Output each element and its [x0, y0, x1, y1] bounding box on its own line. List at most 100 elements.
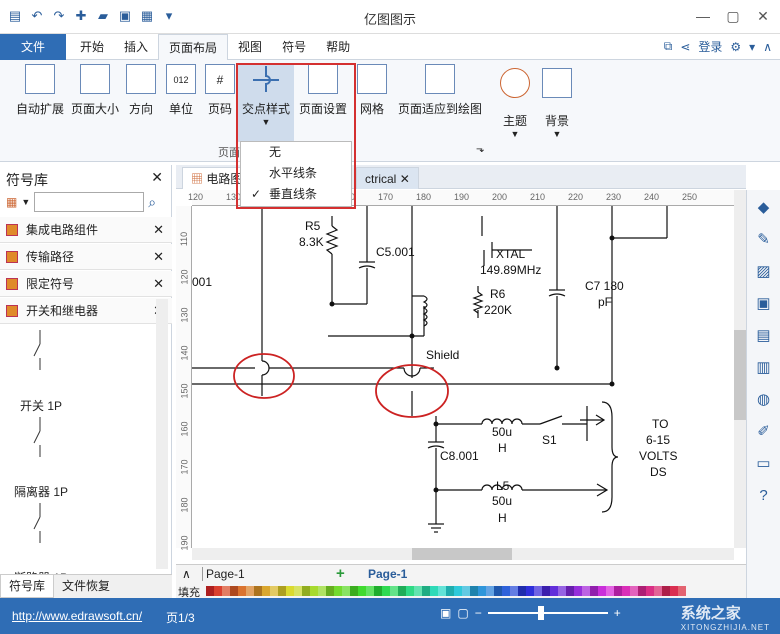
option-vertical-lines[interactable]: ✓垂直线条	[241, 184, 351, 205]
color-swatch[interactable]	[358, 586, 366, 596]
page-select[interactable]: Page-1	[202, 567, 322, 581]
shadow-icon[interactable]: ▨	[756, 263, 771, 280]
color-swatch[interactable]	[374, 586, 382, 596]
color-swatch[interactable]	[494, 586, 502, 596]
color-swatch[interactable]	[510, 586, 518, 596]
color-swatch[interactable]	[262, 586, 270, 596]
website-link[interactable]: http://www.edrawsoft.cn/	[12, 609, 143, 623]
color-swatch[interactable]	[502, 586, 510, 596]
color-palette[interactable]: 填充	[176, 584, 746, 599]
library-menu-icon[interactable]: ▦	[6, 195, 18, 209]
close-icon[interactable]: ✕	[151, 169, 163, 185]
color-swatch[interactable]	[630, 586, 638, 596]
color-swatch[interactable]	[462, 586, 470, 596]
color-swatch[interactable]	[222, 586, 230, 596]
auto-expand-button[interactable]: 自动扩展	[14, 64, 66, 117]
line-icon[interactable]: ✎	[757, 231, 770, 248]
undo-icon[interactable]: ↶	[31, 8, 43, 23]
close-button[interactable]: ✕	[757, 8, 769, 24]
file-menu[interactable]: 文件	[0, 34, 66, 60]
page-size-button[interactable]: 页面大小	[70, 64, 120, 117]
comment-icon[interactable]: ▭	[756, 455, 771, 472]
color-swatch[interactable]	[278, 586, 286, 596]
color-swatch[interactable]	[334, 586, 342, 596]
color-swatch[interactable]	[478, 586, 486, 596]
gear-icon[interactable]: ⚙	[730, 39, 742, 54]
color-swatch[interactable]	[542, 586, 550, 596]
color-swatch[interactable]	[598, 586, 606, 596]
fullscreen-icon[interactable]: ▢	[457, 606, 469, 620]
search-input[interactable]	[34, 192, 145, 212]
library-scrollbar[interactable]	[156, 299, 168, 569]
chevron-down-icon[interactable]: ▾	[749, 39, 756, 54]
color-swatch[interactable]	[654, 586, 662, 596]
image-icon[interactable]: ▣	[756, 295, 771, 312]
grid-button[interactable]: 网格	[356, 64, 388, 117]
color-swatch[interactable]	[662, 586, 670, 596]
close-icon[interactable]: ✕	[153, 249, 164, 264]
color-swatch[interactable]	[326, 586, 334, 596]
collapse-ribbon-icon[interactable]: ∧	[763, 39, 772, 54]
color-swatch[interactable]	[318, 586, 326, 596]
color-swatch[interactable]	[246, 586, 254, 596]
option-none[interactable]: 无	[241, 142, 351, 163]
color-swatch[interactable]	[486, 586, 494, 596]
print-icon[interactable]: ▦	[140, 8, 154, 23]
color-swatch[interactable]	[446, 586, 454, 596]
close-icon[interactable]: ✕	[153, 276, 164, 291]
color-swatch[interactable]	[566, 586, 574, 596]
color-swatch[interactable]	[350, 586, 358, 596]
tab-home[interactable]: 开始	[80, 40, 105, 54]
fill-icon[interactable]: ◆	[757, 199, 770, 216]
color-swatch[interactable]	[558, 586, 566, 596]
fit-page-to-drawing-button[interactable]: 页面适应到绘图	[396, 64, 484, 117]
library-section[interactable]: 开关和继电器✕	[0, 298, 172, 324]
page-tab[interactable]: Page-1	[368, 567, 408, 581]
tab-help[interactable]: 帮助	[326, 40, 351, 54]
share-icon[interactable]: ⋖	[680, 39, 691, 54]
zoom-slider[interactable]	[487, 606, 608, 620]
maximize-button[interactable]: ▢	[726, 8, 740, 24]
color-swatch[interactable]	[414, 586, 422, 596]
intersection-style-button[interactable]: 交点样式 ▼	[238, 64, 294, 142]
page-number-button[interactable]: # 页码	[204, 64, 236, 117]
search-icon[interactable]: ⌕	[148, 193, 157, 210]
color-swatch[interactable]	[638, 586, 646, 596]
library-section[interactable]: 集成电路组件✕	[0, 217, 172, 243]
unit-button[interactable]: 012 单位	[164, 64, 198, 117]
add-page-icon[interactable]: +	[336, 565, 345, 582]
color-swatch[interactable]	[302, 586, 310, 596]
tab-library[interactable]: 符号库	[0, 575, 55, 598]
color-swatch[interactable]	[214, 586, 222, 596]
color-swatch[interactable]	[310, 586, 318, 596]
color-swatch[interactable]	[646, 586, 654, 596]
color-swatch[interactable]	[366, 586, 374, 596]
view-mode-icon[interactable]: ▣	[440, 606, 452, 620]
tab-view[interactable]: 视图	[238, 40, 263, 54]
minimize-button[interactable]: —	[696, 8, 710, 24]
attachment-icon[interactable]: ✐	[757, 423, 770, 440]
redo-icon[interactable]: ↷	[53, 8, 65, 23]
login-link[interactable]: 登录	[698, 40, 723, 54]
help-icon[interactable]: ?	[759, 487, 768, 504]
close-icon[interactable]: ✕	[399, 172, 410, 186]
page-setup-button[interactable]: 页面设置	[296, 64, 350, 117]
color-swatch[interactable]	[254, 586, 262, 596]
tab-page-layout[interactable]: 页面布局	[158, 34, 229, 61]
library-dropdown-icon[interactable]: ▼	[21, 197, 31, 207]
breaker-shape-icon[interactable]	[30, 503, 50, 543]
color-swatch[interactable]	[382, 586, 390, 596]
zoom-in-icon[interactable]: +	[613, 606, 621, 620]
horizontal-scrollbar[interactable]	[192, 548, 734, 560]
library-section[interactable]: 传输路径✕	[0, 244, 172, 270]
color-swatch[interactable]	[590, 586, 598, 596]
color-swatch[interactable]	[390, 586, 398, 596]
theme-button[interactable]: 主题 ▼	[500, 68, 530, 139]
orientation-button[interactable]: 方向	[126, 64, 156, 117]
customize-icon[interactable]: ▾	[165, 8, 173, 23]
library-section[interactable]: 限定符号✕	[0, 271, 172, 297]
isolator-shape-icon[interactable]	[30, 417, 50, 457]
color-swatch[interactable]	[422, 586, 430, 596]
color-swatch[interactable]	[574, 586, 582, 596]
color-swatch[interactable]	[550, 586, 558, 596]
